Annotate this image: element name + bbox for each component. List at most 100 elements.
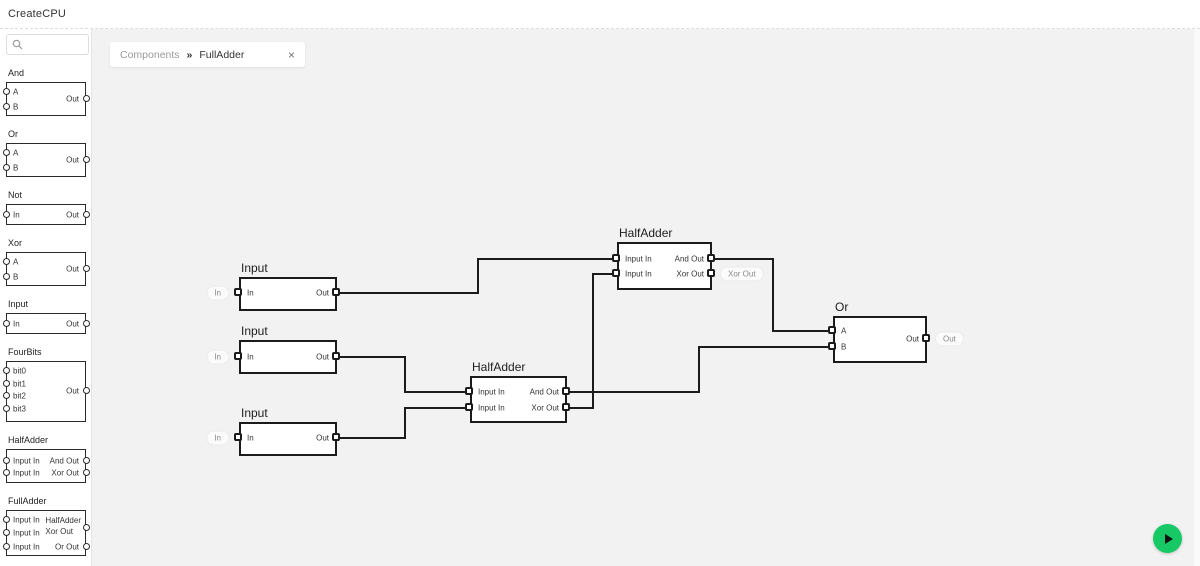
- pin-and-out: [82, 457, 90, 464]
- run-button[interactable]: [1153, 524, 1182, 553]
- pin-label: And Out: [674, 254, 704, 264]
- chevron-right-icon: »: [186, 48, 193, 61]
- block-title-input-3: Input: [241, 406, 268, 420]
- pin-label: Xor Out: [676, 269, 704, 279]
- pin-xor-out: [82, 469, 90, 476]
- pin-out: [82, 95, 90, 102]
- block-title-halfadder-mid: HalfAdder: [472, 360, 526, 374]
- pin-out[interactable]: [332, 288, 340, 296]
- pin-in[interactable]: [234, 352, 242, 360]
- pin-out: [82, 156, 90, 163]
- pin-out: [82, 265, 90, 272]
- pin-input-in[interactable]: [465, 403, 473, 411]
- pin-label: Input In: [478, 387, 505, 397]
- pin-label: A: [13, 257, 19, 267]
- block-halfadder-mid[interactable]: [470, 376, 567, 423]
- tab-fulladder[interactable]: Components » FullAdder ×: [110, 42, 305, 67]
- pin-xor-out[interactable]: [562, 403, 570, 411]
- breadcrumb-components[interactable]: Components: [120, 48, 180, 61]
- block-input-3[interactable]: [239, 422, 337, 456]
- palette-item-label: Input: [8, 299, 29, 309]
- pin-label: B: [841, 342, 847, 352]
- pin-label: Input In: [13, 515, 40, 525]
- pin-label: Out: [66, 155, 79, 165]
- palette-item-box[interactable]: In Out: [2, 313, 90, 334]
- palette-item-label: FourBits: [8, 347, 42, 357]
- pin-out[interactable]: [922, 334, 930, 342]
- palette-item-label: Not: [8, 190, 23, 200]
- pin-label: Out: [66, 210, 79, 220]
- play-icon: [1165, 533, 1173, 544]
- wire: [337, 258, 617, 294]
- pin-a[interactable]: [828, 326, 836, 334]
- palette-item-label: Or: [8, 129, 18, 139]
- pin-label: bit3: [13, 404, 26, 414]
- pin-input-in[interactable]: [612, 254, 620, 262]
- pin-bit1: [2, 380, 10, 387]
- search-icon: [12, 39, 23, 50]
- search-input[interactable]: [6, 34, 89, 55]
- pin-label: In: [13, 319, 20, 329]
- scrollbar-track[interactable]: [1194, 29, 1200, 566]
- pin-and-out[interactable]: [707, 254, 715, 262]
- pin-a: [2, 88, 10, 95]
- pin-out: [82, 387, 90, 394]
- pin-label: bit1: [13, 379, 26, 389]
- pin-input-in[interactable]: [612, 269, 620, 277]
- pin-label: bit0: [13, 366, 26, 376]
- pin-out: [82, 211, 90, 218]
- pin-label: Out: [66, 386, 79, 396]
- pin-in[interactable]: [234, 433, 242, 441]
- pin-a: [2, 258, 10, 265]
- block-halfadder-top[interactable]: [617, 242, 712, 290]
- pin-or-out: [82, 543, 90, 550]
- pin-label: Out: [66, 94, 79, 104]
- pin-label: Out: [906, 334, 919, 344]
- pin-label: B: [13, 272, 19, 282]
- close-icon[interactable]: ×: [287, 47, 295, 62]
- pin-input-in: [2, 469, 10, 476]
- pin-out[interactable]: [332, 352, 340, 360]
- pin-in[interactable]: [234, 288, 242, 296]
- pin-and-out[interactable]: [562, 387, 570, 395]
- tab-title: FullAdder: [199, 48, 245, 61]
- pin-input-in[interactable]: [465, 387, 473, 395]
- pin-label: In: [247, 288, 254, 298]
- wire: [567, 346, 833, 393]
- pin-label: Input In: [13, 468, 40, 478]
- pin-label: Or Out: [54, 542, 79, 552]
- pin-out[interactable]: [332, 433, 340, 441]
- pin-label: Out: [66, 319, 79, 329]
- wire: [337, 407, 470, 439]
- pin-bit0: [2, 367, 10, 374]
- pin-label: B: [13, 163, 19, 173]
- pin-out: [82, 320, 90, 327]
- pin-label: And Out: [49, 456, 79, 466]
- pin-xor-out[interactable]: [707, 269, 715, 277]
- palette-item-label: HalfAdder: [8, 435, 49, 445]
- pin-label: Input In: [478, 403, 505, 413]
- pin-input-in: [2, 457, 10, 464]
- pin-b[interactable]: [828, 342, 836, 350]
- pin-label: Out: [316, 433, 329, 443]
- pin-label: A: [841, 326, 847, 336]
- pin-input-in: [2, 529, 10, 536]
- pin-label: Xor Out: [51, 468, 79, 478]
